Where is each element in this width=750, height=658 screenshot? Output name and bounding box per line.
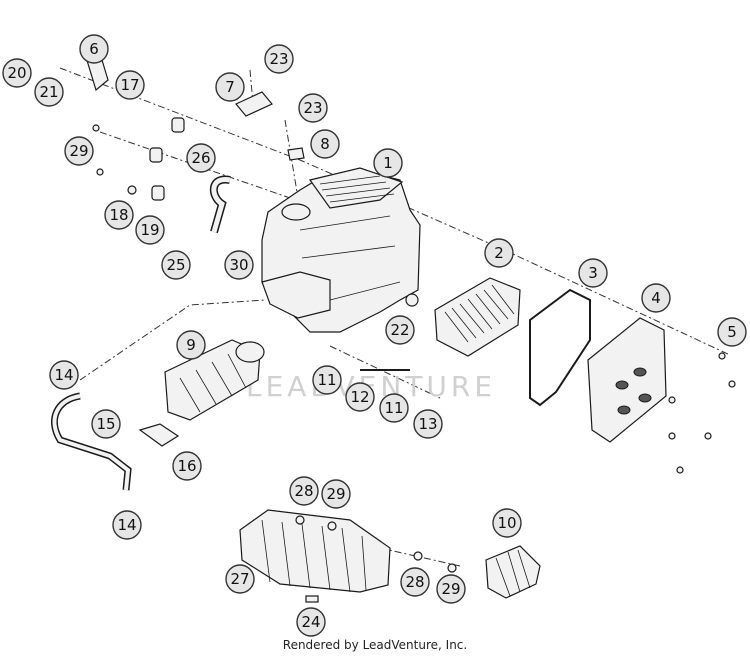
svg-text:14: 14: [54, 366, 73, 384]
callout-19: 19: [135, 215, 165, 245]
svg-text:10: 10: [497, 514, 516, 532]
svg-text:12: 12: [350, 388, 369, 406]
airbox-cover: [587, 317, 667, 443]
svg-text:21: 21: [39, 83, 58, 101]
svg-text:17: 17: [120, 76, 139, 94]
svg-text:1: 1: [383, 154, 393, 172]
svg-text:25: 25: [166, 256, 185, 274]
svg-text:26: 26: [191, 149, 210, 167]
svg-text:13: 13: [418, 415, 437, 433]
svg-text:18: 18: [109, 206, 128, 224]
svg-text:22: 22: [390, 321, 409, 339]
seal-gasket: [529, 288, 591, 407]
svg-text:2: 2: [494, 244, 504, 262]
callout-30: 30: [224, 250, 254, 280]
callout-26: 26: [186, 143, 216, 173]
airbox-housing: [261, 167, 421, 333]
svg-text:29: 29: [441, 580, 460, 598]
callout-18: 18: [104, 200, 134, 230]
svg-text:8: 8: [320, 135, 330, 153]
svg-text:24: 24: [301, 613, 320, 631]
callout-29c: 29: [436, 574, 466, 604]
svg-text:7: 7: [225, 78, 235, 96]
svg-text:14: 14: [117, 516, 136, 534]
svg-text:6: 6: [89, 40, 99, 58]
callout-5: 5: [717, 317, 747, 347]
callout-28b: 28: [400, 567, 430, 597]
svg-text:27: 27: [230, 570, 249, 588]
callout-3: 3: [578, 258, 608, 288]
callout-25: 25: [161, 250, 191, 280]
callout-1: 1: [373, 148, 403, 178]
callout-23b: 23: [298, 93, 328, 123]
svg-text:29: 29: [326, 485, 345, 503]
svg-text:4: 4: [651, 289, 661, 307]
svg-text:9: 9: [186, 336, 196, 354]
callout-10: 10: [492, 508, 522, 538]
callout-14b: 14: [112, 510, 142, 540]
svg-text:30: 30: [229, 256, 248, 274]
svg-text:11: 11: [317, 371, 336, 389]
svg-text:23: 23: [269, 50, 288, 68]
svg-text:3: 3: [588, 264, 598, 282]
callout-21: 21: [34, 77, 64, 107]
svg-text:5: 5: [727, 323, 737, 341]
svg-text:29: 29: [69, 142, 88, 160]
callout-6: 6: [79, 34, 109, 64]
callout-17: 17: [115, 70, 145, 100]
callout-29a: 29: [64, 136, 94, 166]
callout-16: 16: [172, 451, 202, 481]
callout-4: 4: [641, 283, 671, 313]
callout-12: 12: [345, 382, 375, 412]
callout-23a: 23: [264, 44, 294, 74]
callout-28a: 28: [289, 476, 319, 506]
svg-text:20: 20: [7, 64, 26, 82]
callout-24: 24: [296, 607, 326, 637]
svg-text:19: 19: [140, 221, 159, 239]
callout-15: 15: [91, 409, 121, 439]
callout-14a: 14: [49, 360, 79, 390]
callout-11b: 11: [379, 393, 409, 423]
callout-8: 8: [310, 129, 340, 159]
callout-29b: 29: [321, 479, 351, 509]
svg-text:28: 28: [294, 482, 313, 500]
callout-2: 2: [484, 238, 514, 268]
callout-22: 22: [385, 315, 415, 345]
svg-text:15: 15: [96, 415, 115, 433]
svg-text:11: 11: [384, 399, 403, 417]
callout-7: 7: [215, 72, 245, 102]
svg-text:23: 23: [303, 99, 322, 117]
svg-text:16: 16: [177, 457, 196, 475]
callout-11a: 11: [312, 365, 342, 395]
intake-boot: [164, 339, 265, 421]
air-filter: [434, 277, 521, 357]
small-boot: [485, 545, 541, 599]
cover-screws: [668, 352, 736, 474]
callout-27: 27: [225, 564, 255, 594]
credit-text: Rendered by LeadVenture, Inc.: [282, 638, 468, 652]
callout-13: 13: [413, 409, 443, 439]
intake-duct: [239, 509, 391, 593]
callout-9: 9: [176, 330, 206, 360]
svg-text:28: 28: [405, 573, 424, 591]
callout-20: 20: [2, 58, 32, 88]
clamp: [138, 423, 180, 447]
